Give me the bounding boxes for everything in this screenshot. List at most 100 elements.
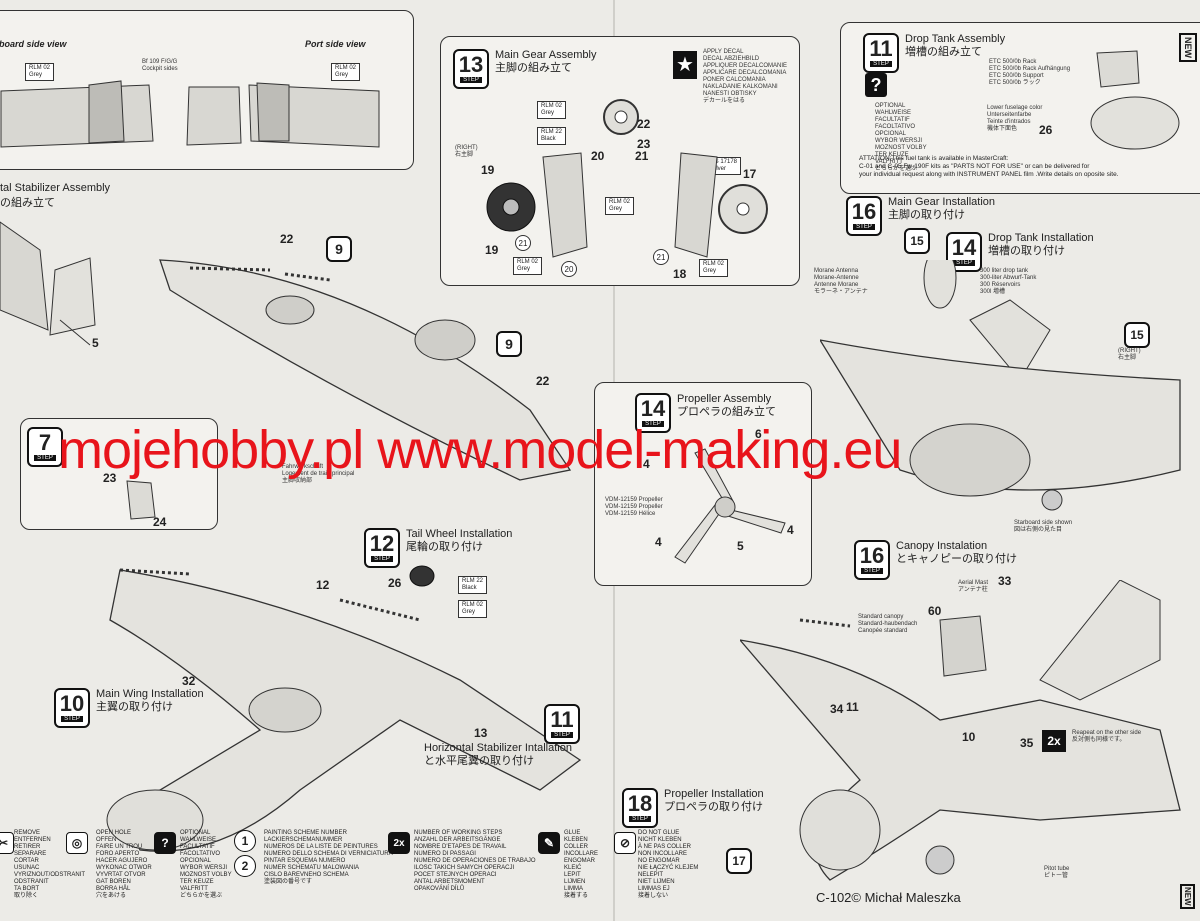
- step-label: STEP: [460, 77, 482, 83]
- step-label: STEP: [853, 224, 875, 230]
- step-title: Main Gear Assembly 主脚の組み立て: [495, 49, 596, 75]
- step-16-badge: 16 STEP: [846, 196, 882, 236]
- decal-instructions: APPLY DECAL DECAL ABZIEHBILD APPLIQUER D…: [703, 49, 788, 104]
- step-title-jp: 尾輪の取り付け: [406, 541, 483, 553]
- step-7-badge: 7 STEP: [27, 427, 63, 467]
- fuselage-underside-drawing: [820, 260, 1181, 511]
- painting-number-icon: 1: [234, 830, 256, 852]
- step-title: Tail Wheel Installation 尾輪の取り付け: [406, 528, 512, 554]
- step-14-number: 14: [951, 235, 977, 260]
- painting-number-icon: 2: [234, 855, 256, 877]
- part-number: 35: [1020, 736, 1034, 750]
- watermark: mojehobby.pl www.model-making.eu: [58, 420, 902, 480]
- step-title-en: Propeller Installation: [664, 788, 764, 800]
- optional-text: OPTIONAL WAHLWEISE FACULTATIF FACOLTATIV…: [875, 103, 927, 172]
- stabilizer-drawing: [0, 221, 96, 346]
- paint-callout: RLM 02 Grey: [331, 63, 361, 81]
- part-number: 5: [92, 336, 99, 350]
- paint-callout: RLM 02 Grey: [458, 600, 488, 618]
- step-11-title: Horizontal Stabilizer Intallation と水平尾翼の…: [424, 742, 572, 768]
- paint-callout: RLM 02 Grey: [537, 101, 567, 119]
- step-17-badge: 17: [726, 848, 752, 874]
- part-number: 26: [388, 576, 402, 590]
- step-title-jp: 主脚の組み立て: [495, 62, 572, 74]
- step-11-number: 11: [550, 707, 574, 732]
- part-number: 12: [316, 578, 330, 592]
- legend-painting: PAINTING SCHEME NUMBER LACKIERSCHEMANUMM…: [264, 830, 393, 885]
- lower-fuselage-text: Lower fuselage color Unterseitenfarbe Te…: [987, 105, 1043, 132]
- step-16-number: 16: [859, 543, 885, 568]
- step-11-panel: 11 STEP Drop Tank Assembly 増槽の組み立て ? OPT…: [840, 22, 1200, 194]
- step-13-badge: 13 STEP: [453, 49, 489, 89]
- step-7-panel: 7 STEP 23 24: [20, 418, 218, 530]
- step-18-number: 18: [627, 791, 653, 816]
- step-9-number: 9: [335, 241, 343, 257]
- right-label: (RIGHT) 右主脚: [1118, 348, 1141, 361]
- step-15-badge: 15: [1124, 322, 1150, 348]
- step-title-en: Tail Wheel Installation: [406, 528, 513, 540]
- step-title-en: Main Gear Installation: [888, 196, 995, 208]
- part-number: 13: [474, 726, 488, 740]
- part-number: 22: [536, 374, 550, 388]
- step-title: Main Wing Installation 主翼の取り付け: [96, 688, 204, 714]
- main-gear-drawing: [486, 99, 768, 258]
- starboard-shown-label: Starboard side shown 図は右側の見た目: [1014, 520, 1073, 533]
- fuselage-top-drawing: [106, 568, 582, 852]
- part-number: 11: [846, 700, 859, 714]
- step-title-jp: 主脚の取り付け: [888, 209, 965, 221]
- part-number: 20: [591, 149, 605, 163]
- step-16-header: 16 STEP Canopy Instalation とキャノピーの取り付け: [854, 540, 1017, 580]
- wing-drawing: [159, 259, 572, 481]
- step-title-en: Horizontal Stabilizer Intallation: [424, 742, 572, 754]
- step-label: STEP: [861, 568, 883, 574]
- step-12-badge: 12 STEP: [364, 528, 400, 568]
- step-title-jp: 増槽の組み立て: [905, 46, 982, 58]
- part-number: 6: [755, 427, 762, 441]
- paint-callout: RLM 02 Grey: [605, 197, 635, 215]
- optional-icon: ?: [154, 832, 176, 854]
- step-12-number: 12: [369, 531, 395, 556]
- drop-tank-drawing: [1090, 50, 1180, 150]
- copyright: C-102© Michał Maleszka: [816, 890, 961, 905]
- step-7-number: 7: [38, 430, 52, 455]
- stabilizer-title: tal Stabilizer Assembly の組み立て: [0, 182, 110, 210]
- step-11-header: 11 STEP Drop Tank Assembly 増槽の組み立て: [863, 33, 1005, 73]
- legend-optional: OPTIONAL WAHLWEISE FACULTATIF FACOLTATIV…: [180, 830, 232, 899]
- step-title: Propeller Installation プロペラの取り付け: [664, 788, 764, 814]
- paint-callout: RLM 22 Black: [458, 576, 488, 594]
- part-number: 22: [637, 117, 651, 131]
- step-title-jp: 増槽の取り付け: [988, 245, 1065, 257]
- step-title-jp: とキャノピーの取り付け: [896, 553, 1017, 565]
- step-15-number: 15: [1130, 328, 1144, 342]
- canopy-label: Standard canopy Standard-haubendach Cano…: [858, 614, 918, 634]
- step-title: Main Gear Installation 主脚の取り付け: [888, 196, 995, 222]
- part-number: 32: [182, 674, 196, 688]
- step-13-header: 13 STEP Main Gear Assembly 主脚の組み立て: [453, 49, 596, 89]
- step-14-propeller-panel: 14 STEP Propeller Assembly プロペラの組み立て VDM…: [594, 382, 812, 586]
- step-15-badge: 15: [904, 228, 930, 254]
- part-number: 4: [655, 535, 662, 549]
- part-drawing: [126, 480, 156, 520]
- step-title-en: Main Wing Installation: [96, 688, 204, 700]
- legend-remove: REMOVE ENTFERNEN RETIRER SEPARARE CORTAR…: [14, 830, 86, 899]
- step-9-badge: 9: [326, 236, 352, 262]
- decal-star-icon: ★: [673, 51, 697, 79]
- step-title-jp: 主翼の取り付け: [96, 701, 173, 713]
- cockpit-drawing: [0, 80, 380, 148]
- part-number: 20: [561, 261, 577, 277]
- part-number: 18: [673, 267, 687, 281]
- glue-icon: ✎: [538, 832, 560, 854]
- legend-glue: GLUE KLEBEN COLLER INCOLLARE ENGOMAR KLE…: [564, 830, 599, 899]
- cockpit-sides-panel: board side view Port side view Bf 109 F/…: [0, 10, 414, 170]
- step-title-jp: プロペラの組み立て: [677, 406, 776, 418]
- repeat-badge: 2x: [1042, 730, 1066, 752]
- part-number: 24: [153, 515, 167, 529]
- step-16-badge: 16 STEP: [854, 540, 890, 580]
- step-11-badge: 11 STEP: [544, 704, 580, 744]
- stabilizer-title-jp: の組み立て: [0, 197, 55, 209]
- attention-note: ATTATION:This fuel tank is available in …: [859, 155, 1119, 178]
- part-number: 17: [743, 167, 757, 181]
- pitot-label: Pitot tube ピトー管: [1044, 866, 1070, 879]
- right-label: (RIGHT) 右主脚: [455, 145, 478, 158]
- step-title-en: Main Gear Assembly: [495, 49, 597, 61]
